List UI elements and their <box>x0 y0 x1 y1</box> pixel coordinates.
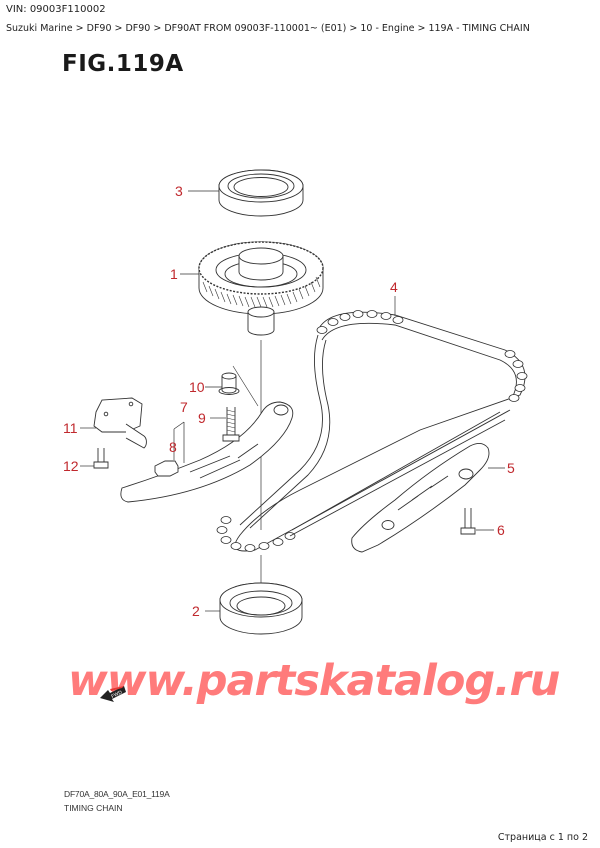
tensioner-arm-part[interactable] <box>120 401 294 503</box>
callout-12[interactable]: 12 <box>63 458 79 474</box>
breadcrumb-item-df90at[interactable]: DF90AT FROM 09003F-110001~ (E01) <box>164 23 347 34</box>
breadcrumb-separator: > <box>153 23 162 34</box>
figure-name: TIMING CHAIN <box>64 803 123 813</box>
figure-code: DF70A_80A_90A_E01_119A <box>64 789 170 799</box>
timing-chain-part[interactable] <box>216 310 528 552</box>
callout-7[interactable]: 7 <box>180 399 188 415</box>
mount-bolt-part[interactable] <box>93 448 109 469</box>
callout-8[interactable]: 8 <box>169 439 177 455</box>
breadcrumb-item-df90-model[interactable]: DF90 <box>125 23 151 34</box>
collar-part[interactable] <box>218 365 259 407</box>
page-indicator: Страница с 1 по 2 <box>497 832 588 843</box>
breadcrumb-separator: > <box>75 23 84 34</box>
figure-title: FIG.119A <box>62 51 184 77</box>
breadcrumb-item-current: 119A - TIMING CHAIN <box>428 23 530 34</box>
fwd-arrow-icon: FWD <box>100 686 126 702</box>
callout-6[interactable]: 6 <box>497 522 505 538</box>
callout-2[interactable]: 2 <box>192 603 200 619</box>
tensioner-part[interactable] <box>93 397 147 449</box>
bolt-part[interactable] <box>222 407 240 442</box>
callout-10[interactable]: 10 <box>189 379 205 395</box>
breadcrumb-separator: > <box>114 23 123 34</box>
vin-label: VIN: 09003F110002 <box>6 4 106 15</box>
bearing-lower-part[interactable] <box>219 582 303 635</box>
callout-3[interactable]: 3 <box>175 183 183 199</box>
callout-4[interactable]: 4 <box>390 279 398 295</box>
bearing-upper-part[interactable] <box>218 169 304 217</box>
gear-part[interactable] <box>198 241 324 336</box>
chain-guide-part[interactable] <box>351 443 490 553</box>
breadcrumb-item-df90[interactable]: DF90 <box>86 23 112 34</box>
breadcrumb-separator: > <box>417 23 426 34</box>
breadcrumb-item-suzuki-marine[interactable]: Suzuki Marine <box>6 23 73 34</box>
guide-bolt-part[interactable] <box>460 508 476 535</box>
callout-11[interactable]: 11 <box>63 420 78 436</box>
callout-5[interactable]: 5 <box>507 460 515 476</box>
tensioner-pad-part[interactable] <box>154 460 179 477</box>
fwd-label: FWD <box>110 689 123 699</box>
callout-1[interactable]: 1 <box>170 266 178 282</box>
callout-9[interactable]: 9 <box>198 410 206 426</box>
watermark: www.partskatalog.ru <box>68 656 560 706</box>
breadcrumb-separator: > <box>349 23 358 34</box>
breadcrumb: Suzuki Marine>DF90>DF90>DF90AT FROM 0900… <box>6 23 530 34</box>
breadcrumb-item-engine[interactable]: 10 - Engine <box>360 23 415 34</box>
